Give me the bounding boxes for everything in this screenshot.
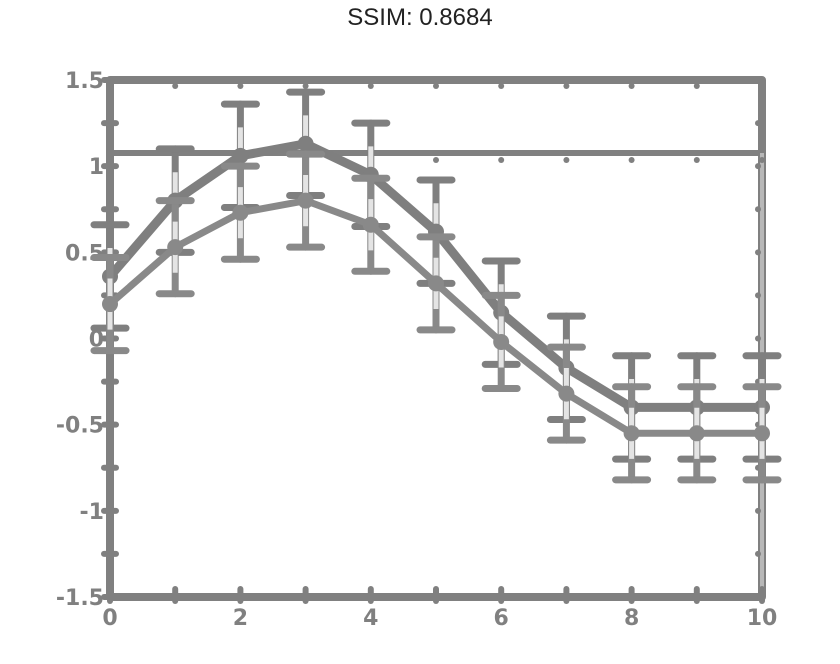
x-minor-tick-top <box>498 83 505 89</box>
data-point <box>362 216 379 233</box>
x-tick-label: 6 <box>494 606 509 631</box>
y-tick-label: -0.5 <box>56 414 104 439</box>
x-minor-tick-top <box>172 83 179 89</box>
x-tick-label: 8 <box>624 606 639 631</box>
x-minor-tick-top <box>302 83 309 89</box>
x-minor-tick-top <box>628 157 635 163</box>
x-minor-tick-top <box>433 83 439 89</box>
y-tick-label: 0 <box>89 328 104 353</box>
y-tick-label: -1 <box>80 500 104 525</box>
x-minor-tick-top <box>367 83 374 89</box>
x-minor-tick-top <box>237 83 244 89</box>
y-minor-tick-right <box>755 163 761 170</box>
x-minor-tick-top <box>693 83 700 89</box>
y-tick-label: -1.5 <box>56 586 104 611</box>
x-minor-tick-top <box>433 157 439 163</box>
y-tick-label: 1 <box>89 155 104 180</box>
y-minor-tick-right <box>755 335 761 342</box>
x-minor-tick-top <box>563 83 570 89</box>
data-point <box>623 425 640 442</box>
x-minor-tick-top <box>759 157 765 163</box>
data-point <box>102 296 118 313</box>
x-minor-tick-top <box>563 157 570 163</box>
series-2 <box>90 150 782 484</box>
data-point <box>232 204 249 221</box>
x-tick-label: 4 <box>363 606 378 631</box>
y-minor-tick-right <box>755 507 761 514</box>
data-point <box>167 239 184 256</box>
y-minor-tick-right <box>755 292 761 299</box>
x-minor-tick-top <box>628 83 635 89</box>
data-point <box>232 147 249 164</box>
x-minor-tick-top <box>498 157 505 163</box>
x-tick-label: 0 <box>102 606 117 631</box>
x-minor-tick-top <box>759 83 765 89</box>
x-minor-tick-top <box>107 157 113 163</box>
y-minor-tick-right <box>755 206 761 213</box>
data-point <box>493 333 510 350</box>
y-minor-tick-right <box>755 120 761 127</box>
data-point <box>558 385 575 402</box>
x-minor-tick-top <box>693 157 700 163</box>
x-tick-label: 10 <box>747 606 778 631</box>
y-minor-tick-right <box>755 249 761 256</box>
y-tick-label: 0.5 <box>65 241 104 266</box>
chart-title: SSIM: 0.8684 <box>347 4 493 31</box>
data-point <box>688 425 705 442</box>
data-point <box>297 135 314 152</box>
y-minor-tick-right <box>755 77 761 83</box>
x-minor-tick-top <box>107 83 113 89</box>
y-tick-label: 1.5 <box>65 69 104 94</box>
data-point <box>297 192 314 209</box>
y-minor-tick-right <box>755 550 761 557</box>
data-point <box>428 275 444 292</box>
y-minor-tick-right <box>755 594 761 600</box>
x-tick-label: 2 <box>233 606 248 631</box>
data-point <box>754 425 770 442</box>
